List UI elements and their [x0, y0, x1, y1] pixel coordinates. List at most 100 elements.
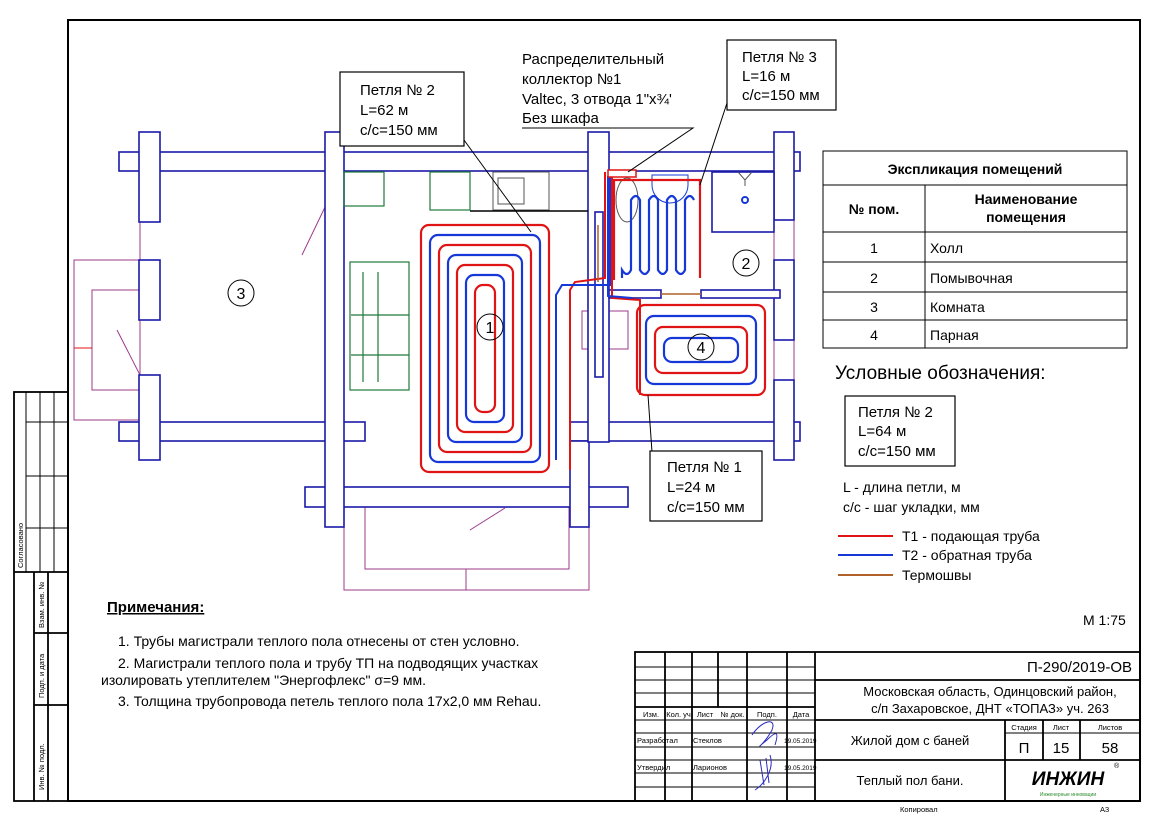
- svg-text:L=24 м: L=24 м: [667, 479, 715, 496]
- pipe-loop-1: [428, 233, 542, 464]
- callout-loop-3: Петля № 3 L=16 м с/с=150 мм: [699, 39, 837, 186]
- developed-name: Стеклов: [693, 736, 722, 745]
- svg-text:Лист: Лист: [697, 710, 714, 719]
- distribution-collector: [607, 169, 637, 178]
- svg-text:Valtec, 3 отвода 1"х¾': Valtec, 3 отвода 1"х¾': [522, 91, 672, 108]
- svg-text:Без шкафа: Без шкафа: [522, 110, 600, 127]
- callout-collector: Распределительный коллектор №1 Valtec, 3…: [522, 51, 695, 173]
- svg-text:Т2 - обратная труба: Т2 - обратная труба: [902, 547, 1032, 563]
- furniture: [343, 171, 753, 391]
- svg-text:Помывочная: Помывочная: [930, 270, 1013, 286]
- svg-text:3: 3: [870, 299, 878, 315]
- callout-loop-2: Петля № 2 L=62 м с/с=150 мм: [339, 71, 532, 233]
- svg-text:Т1 - подающая труба: Т1 - подающая труба: [902, 528, 1040, 544]
- notes-title: Примечания:: [107, 599, 204, 616]
- legend-l-desc: L - длина петли, м: [843, 479, 961, 495]
- walls: [118, 131, 801, 528]
- approved-label: Утвердил: [637, 763, 670, 772]
- svg-text:с/с=150 мм: с/с=150 мм: [667, 499, 745, 516]
- approved-name: Ларионов: [693, 763, 727, 772]
- notes: Примечания: 1. Трубы магистрали теплого …: [101, 599, 541, 709]
- svg-text:№ док.: № док.: [720, 710, 744, 719]
- room-marker: 4: [687, 333, 715, 361]
- cabinet: [429, 171, 471, 211]
- pipe-loop-4: [635, 303, 767, 397]
- table-row: 1 Холл: [870, 240, 963, 256]
- company-logo: ИНЖИН Инженерные инновации ®: [1032, 762, 1120, 798]
- svg-text:Кол. уч: Кол. уч: [666, 710, 691, 719]
- svg-text:2: 2: [870, 270, 878, 286]
- svg-text:4: 4: [870, 327, 878, 343]
- svg-text:Изм.: Изм.: [643, 710, 659, 719]
- shower-icon: [737, 171, 753, 186]
- washbasin: [651, 174, 689, 204]
- svg-text:коллектор №1: коллектор №1: [522, 71, 621, 88]
- stamp-replaced-inv: Взам. инв. №: [37, 582, 46, 628]
- legend-item-supply: Т1 - подающая труба: [838, 528, 1040, 544]
- svg-text:с/с=150 мм: с/с=150 мм: [742, 87, 820, 104]
- note-item: изолировать утеплителем "Энергофлекс" σ=…: [101, 672, 426, 688]
- legend-item-return: Т2 - обратная труба: [838, 547, 1032, 563]
- svg-text:Листов: Листов: [1098, 723, 1122, 732]
- pipe-loop-4: [662, 336, 740, 364]
- approved-date: 19.05.2019: [784, 765, 817, 772]
- supply-main: [611, 175, 641, 395]
- svg-text:Распределительный: Распределительный: [522, 51, 664, 68]
- svg-text:Парная: Парная: [930, 327, 979, 343]
- pipe-loop-1: [464, 273, 506, 424]
- svg-text:Петля № 2: Петля № 2: [858, 404, 933, 421]
- table-row: 3 Комната: [870, 299, 985, 315]
- svg-text:Петля № 1: Петля № 1: [667, 459, 742, 476]
- doc-code: П-290/2019-ОВ: [1027, 659, 1132, 676]
- col-header-number: № пом.: [849, 201, 900, 217]
- pipe-loop-4: [653, 325, 749, 375]
- legend-item-thermal: Термошвы: [838, 567, 971, 583]
- stamp-sign-date: Подп. и дата: [37, 653, 46, 698]
- floor-plan: 1 2 3 4: [73, 131, 801, 591]
- sofa: [349, 261, 410, 391]
- svg-text:с/с=150 мм: с/с=150 мм: [858, 443, 936, 460]
- svg-text:L=16 м: L=16 м: [742, 68, 790, 85]
- legend: Условные обозначения: Петля № 2 L=64 м с…: [835, 363, 1126, 628]
- legend-title: Условные обозначения:: [835, 363, 1046, 384]
- svg-text:1: 1: [870, 240, 878, 256]
- col-header-name: Наименование: [975, 191, 1078, 207]
- explication-table: Экспликация помещений № пом. Наименовани…: [822, 150, 1128, 349]
- registered-mark: ®: [1114, 762, 1120, 770]
- svg-text:ИНЖИН: ИНЖИН: [1032, 769, 1106, 790]
- col-header-name: помещения: [986, 209, 1066, 225]
- callout-loop-1: Петля № 1 L=24 м с/с=150 мм: [647, 394, 763, 522]
- note-item: 1. Трубы магистрали теплого пола отнесен…: [118, 633, 520, 649]
- svg-text:Дата: Дата: [793, 710, 810, 719]
- developed-date: 19.05.2019: [784, 738, 817, 745]
- side-stamp: Согласовано Взам. инв. № Подп. и дата Ин…: [13, 391, 69, 802]
- pipe-loop-2-supply: [612, 178, 702, 280]
- pipe-loop-1: [455, 263, 515, 434]
- svg-text:3: 3: [237, 286, 246, 303]
- stamp-agreed: Согласовано: [16, 523, 25, 568]
- format-label: А3: [1100, 805, 1109, 814]
- svg-text:4: 4: [697, 340, 706, 357]
- note-item: 3. Толщина трубопровода петель теплого п…: [118, 693, 541, 709]
- copied-label: Копировал: [900, 805, 938, 814]
- svg-text:Петля № 3: Петля № 3: [742, 49, 817, 66]
- svg-text:Холл: Холл: [930, 240, 963, 256]
- return-main: [607, 176, 633, 299]
- scale-label: М 1:75: [1083, 612, 1126, 628]
- svg-text:Стадия: Стадия: [1011, 723, 1037, 732]
- address-line-2: с/п Захаровское, ДНТ «ТОПАЗ» уч. 263: [871, 701, 1109, 716]
- svg-text:Петля № 2: Петля № 2: [360, 82, 435, 99]
- svg-text:Инженерные инновации: Инженерные инновации: [1040, 792, 1096, 798]
- pipe-loop-1: [419, 223, 551, 474]
- room-marker: 3: [227, 279, 255, 307]
- pipe-loop-4: [644, 314, 758, 386]
- svg-text:с/с=150 мм: с/с=150 мм: [360, 122, 438, 139]
- svg-text:Комната: Комната: [930, 299, 985, 315]
- svg-text:Лист: Лист: [1053, 723, 1070, 732]
- sheet-title: Теплый пол бани.: [857, 773, 964, 788]
- cabinet: [343, 171, 385, 207]
- room-marker: 1: [476, 313, 504, 341]
- pipe-loop-1: [473, 283, 497, 414]
- svg-text:L=64 м: L=64 м: [858, 423, 906, 440]
